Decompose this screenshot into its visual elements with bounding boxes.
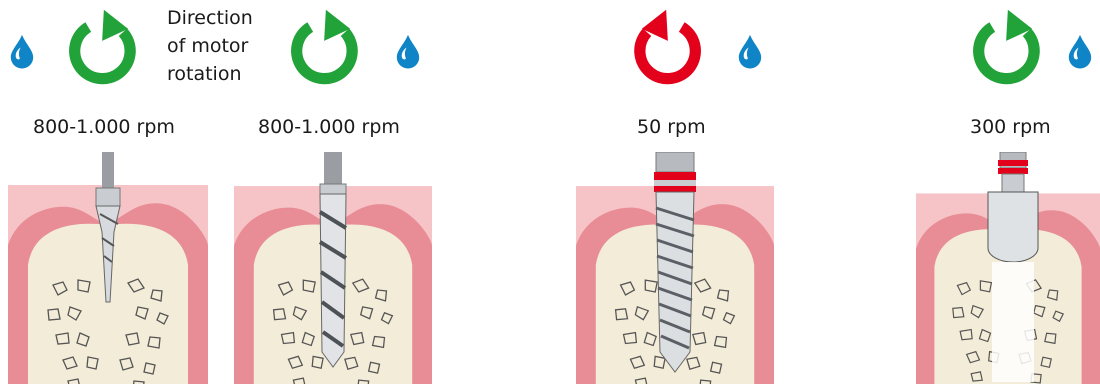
water-drop-icon	[394, 26, 422, 76]
drill-panel-pilot-drill	[8, 152, 208, 384]
counterclockwise-arrow-icon	[628, 8, 706, 86]
legend-line-3: rotation	[167, 60, 253, 88]
rpm-label-1: 800-1.000 rpm	[33, 116, 175, 138]
rpm-label-4: 300 rpm	[970, 116, 1051, 138]
bone-condenser-icon	[988, 152, 1038, 382]
drill-panel-twist-drill	[234, 152, 432, 384]
drill-panel-tap-drill	[576, 152, 774, 384]
clockwise-arrow-icon	[64, 8, 142, 86]
tap-drill-icon	[654, 152, 696, 372]
rotation-legend: Direction of motor rotation	[167, 4, 253, 88]
twist-drill-icon	[320, 152, 346, 367]
water-drop-icon	[736, 26, 764, 76]
rpm-label-2: 800-1.000 rpm	[258, 116, 400, 138]
water-drop-icon	[8, 26, 36, 76]
clockwise-arrow-icon	[968, 8, 1046, 86]
water-drop-icon	[1066, 26, 1094, 76]
rpm-label-3: 50 rpm	[637, 116, 706, 138]
legend-line-2: of motor	[167, 32, 253, 60]
drill-panel-bone-condenser	[916, 152, 1100, 384]
clockwise-arrow-icon	[286, 8, 364, 86]
legend-line-1: Direction	[167, 4, 253, 32]
